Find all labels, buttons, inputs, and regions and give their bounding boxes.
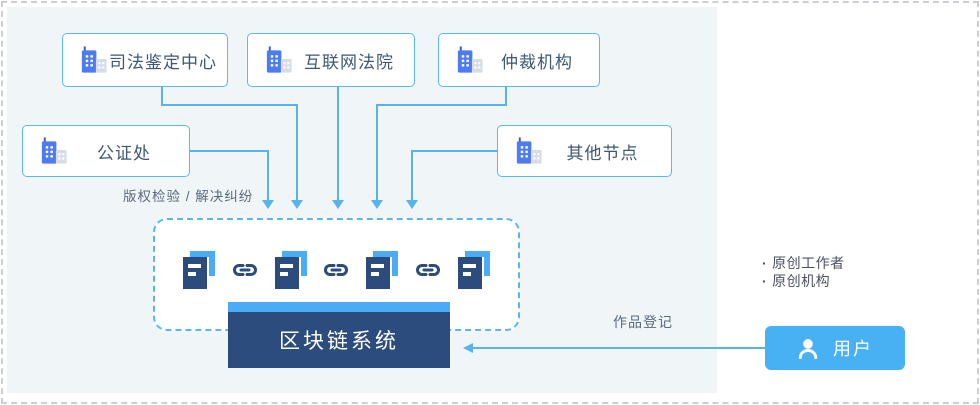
node-other-nodes: 其他节点	[497, 125, 672, 177]
block-document	[457, 257, 482, 289]
connector-line	[190, 150, 269, 152]
organization-building-icon	[516, 137, 542, 164]
node-internet-court: 互联网法院	[247, 33, 415, 87]
arrow-down-icon	[371, 200, 383, 209]
chain-link-icon	[416, 264, 441, 276]
chain-link-icon	[232, 264, 257, 276]
node-label: 互联网法院	[304, 52, 394, 72]
list-item: 原创工作者	[762, 255, 845, 273]
connector-line	[337, 87, 339, 202]
arrow-left-icon	[463, 343, 473, 353]
organization-building-icon	[81, 46, 107, 73]
copyright-check-label: 版权检验 / 解决纠纷	[123, 189, 254, 204]
connector-line	[505, 87, 507, 106]
connector-line	[411, 150, 413, 202]
blockchain-chain-container	[153, 218, 520, 331]
block-document	[366, 257, 391, 289]
blockchain-box-accent-stripe	[228, 302, 450, 312]
list-item: 原创机构	[762, 273, 845, 291]
block-icon	[457, 251, 490, 289]
connector-line	[376, 104, 507, 106]
organization-building-icon	[266, 46, 292, 73]
registration-arrow-line	[472, 347, 765, 349]
block-icon	[366, 251, 399, 289]
arrow-down-icon	[332, 200, 344, 209]
connector-line	[296, 104, 298, 202]
organization-building-icon	[41, 137, 67, 164]
block-shadow	[464, 251, 490, 276]
work-registration-label: 作品登记	[613, 314, 673, 330]
user-box: 用户	[765, 326, 905, 370]
chain-link-icon	[324, 264, 349, 276]
connector-line	[161, 87, 163, 106]
user-types-list: 原创工作者 原创机构	[762, 255, 845, 291]
node-judicial-appraisal-center: 司法鉴定中心	[62, 33, 228, 87]
block-document	[274, 257, 299, 289]
block-shadow	[190, 251, 215, 276]
organization-building-icon	[457, 46, 483, 73]
node-label: 公证处	[97, 143, 151, 163]
connector-line	[376, 104, 378, 202]
blockchain-system-box: 区块链系统	[228, 302, 450, 368]
node-arbitration-institution: 仲裁机构	[438, 33, 600, 87]
block-shadow	[281, 251, 307, 276]
connector-line	[267, 150, 269, 202]
block-document	[183, 257, 207, 289]
node-label: 其他节点	[566, 143, 639, 163]
chain-row	[183, 250, 490, 290]
block-icon	[274, 251, 307, 289]
user-label: 用户	[833, 339, 873, 359]
node-notary-office: 公证处	[22, 125, 190, 177]
node-label: 仲裁机构	[501, 52, 573, 72]
blockchain-system-title: 区块链系统	[228, 312, 450, 368]
arrow-down-icon	[406, 200, 418, 209]
block-icon	[183, 251, 215, 289]
block-shadow	[373, 251, 399, 276]
arrow-down-icon	[262, 200, 274, 209]
connector-line	[412, 150, 497, 152]
connector-line	[161, 104, 298, 106]
node-label: 司法鉴定中心	[109, 52, 217, 72]
person-icon	[798, 338, 818, 359]
arrow-down-icon	[291, 200, 303, 209]
